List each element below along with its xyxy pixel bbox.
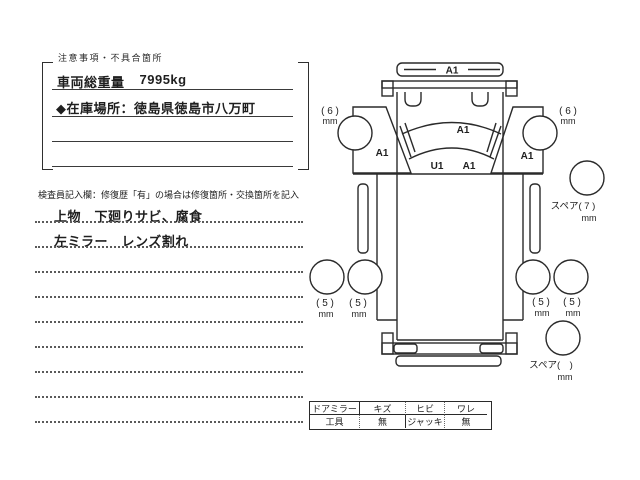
table-cell-jack-none: 無 (461, 417, 471, 427)
dotted-line (35, 346, 303, 348)
side-guard-left (357, 183, 369, 254)
dotted-line (35, 371, 303, 373)
equipment-table: ドアミラー キズ ヒビ ワレ 工具 無 ジャッキ 無 (309, 401, 492, 430)
dotted-line (35, 221, 303, 223)
tread-front-left-unit: mm (323, 116, 338, 126)
cab-front-panel (381, 80, 518, 89)
front-right-wheel (522, 115, 558, 151)
tread-spare-bottom: スペア( ) (529, 360, 573, 371)
cab-corner-left (404, 92, 422, 107)
rear-bumper-bar (395, 355, 502, 367)
tread-rear-left-outer: ( 5 ) (316, 298, 334, 309)
gross-weight-line: 車両総重量 7995kg (57, 72, 187, 91)
label-roof-left: U1 (431, 161, 444, 172)
tread-front-left: ( 6 ) (321, 106, 339, 117)
label-windshield: A1 (457, 125, 470, 136)
tread-front-right-unit: mm (561, 116, 576, 126)
tread-rear-right-inner: ( 5 ) (532, 297, 550, 308)
rear-left-outer-wheel (309, 259, 345, 295)
dotted-line (35, 296, 303, 298)
notes-underline (52, 166, 293, 167)
notes-underline (52, 89, 293, 90)
inspector-header: 検査員記入欄：修復歴「有」の場合は修復箇所・交換箇所を記入 (38, 190, 300, 200)
fender-right (490, 106, 544, 174)
label-fender-left: A1 (376, 148, 389, 159)
gross-weight-label: 車両総重量 (57, 75, 125, 90)
table-cell-jack: ジャッキ (406, 415, 445, 428)
tread-spare-top: スペア( 7 ) (551, 201, 596, 212)
tread-rear-right-outer-unit: mm (566, 308, 581, 318)
dotted-line (35, 271, 303, 273)
table-cell-crack: ヒビ (406, 402, 445, 415)
label-fender-right: A1 (521, 151, 534, 162)
table-cell-break: ワレ (445, 402, 487, 415)
label-roof-right: A1 (463, 161, 476, 172)
rear-left-inner-wheel (347, 259, 383, 295)
truck-diagram: A1 A1 U1 A1 A1 A1 ( 6 ) mm ( 6 ) mm スペア(… (309, 62, 605, 382)
stock-location-line: ◆在庫場所：徳島県徳島市八万町 (56, 101, 256, 116)
tread-rear-right-outer: ( 5 ) (563, 297, 581, 308)
tread-spare-top-unit: mm (582, 213, 597, 223)
side-guard-right (529, 183, 541, 254)
rear-bumper-bracket (381, 342, 518, 355)
spare-tire-bottom (545, 320, 581, 356)
label-front-bumper: A1 (446, 66, 459, 77)
spare-tire-top (569, 160, 605, 196)
front-bumper (396, 62, 504, 77)
tread-rear-left-inner: ( 5 ) (349, 298, 367, 309)
notes-box-left-bracket (42, 62, 53, 170)
rear-right-inner-wheel (515, 259, 551, 295)
tread-spare-bottom-unit: mm (558, 372, 573, 382)
tread-rear-left-inner-unit: mm (352, 309, 367, 319)
defect-entry-1: 上物 下廻りサビ、腐食 (54, 209, 203, 224)
windshield-arc-bottom (408, 147, 495, 160)
notes-underline (52, 141, 293, 142)
tread-rear-left-outer-unit: mm (319, 309, 334, 319)
tread-rear-right-inner-unit: mm (535, 308, 550, 318)
gross-weight-value: 7995kg (139, 72, 187, 87)
tread-front-right: ( 6 ) (559, 106, 577, 117)
dotted-line (35, 421, 303, 423)
rear-right-outer-wheel (553, 259, 589, 295)
dotted-line (35, 321, 303, 323)
table-cell-tools: 工具 (310, 415, 360, 428)
notes-underline (52, 116, 293, 117)
table-cell-door-mirror: ドアミラー (310, 402, 360, 415)
table-cell-scratch: キズ (360, 402, 406, 415)
dotted-line (35, 246, 303, 248)
front-left-wheel (337, 115, 373, 151)
cab-corner-right (471, 92, 489, 107)
windshield-arc-top (401, 121, 502, 135)
defect-entry-2: 左ミラー レンズ割れ (54, 234, 189, 249)
notes-header: 注意事項・不具合箇所 (58, 53, 164, 63)
table-cell-tools-none: 無 (360, 415, 406, 428)
notes-box-right-bracket (298, 62, 309, 170)
fender-left (352, 106, 413, 174)
dotted-line (35, 396, 303, 398)
